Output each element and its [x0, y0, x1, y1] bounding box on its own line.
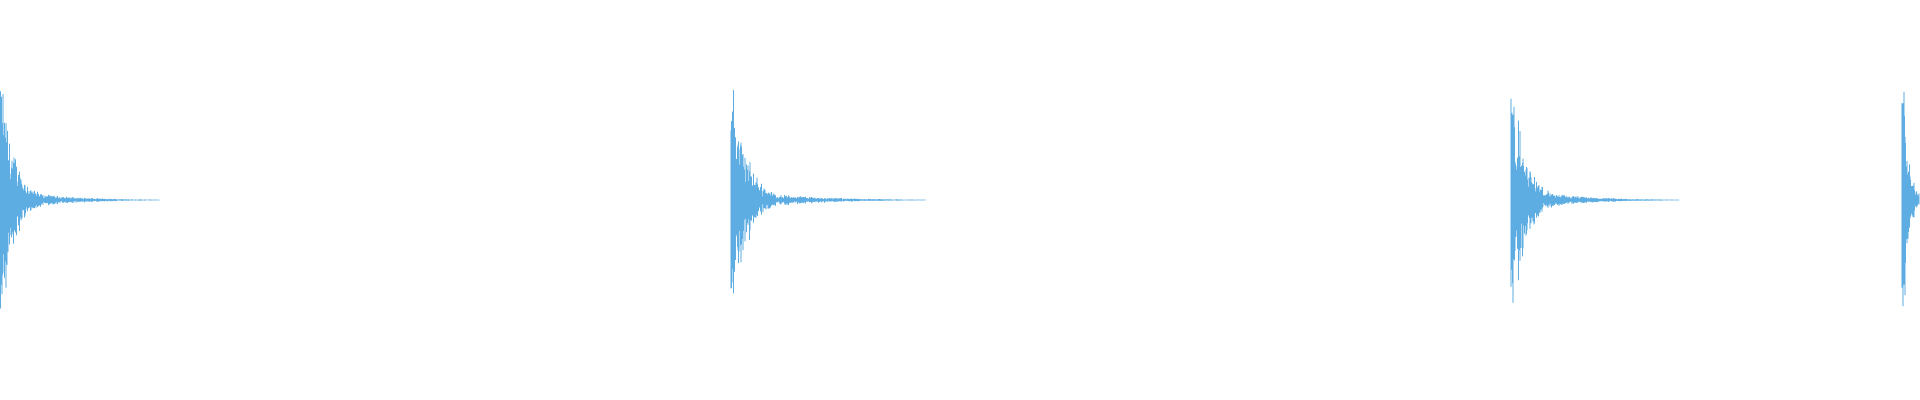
transient-waveform-path	[1510, 98, 1680, 303]
transient-burst-2	[730, 90, 927, 294]
transient-waveform-path	[1901, 91, 1920, 307]
transient-burst-3	[1510, 98, 1680, 303]
transient-burst-1	[0, 91, 161, 309]
transient-burst-4	[1901, 91, 1920, 307]
waveform-transients	[0, 90, 1920, 309]
transient-waveform-path	[730, 90, 927, 294]
